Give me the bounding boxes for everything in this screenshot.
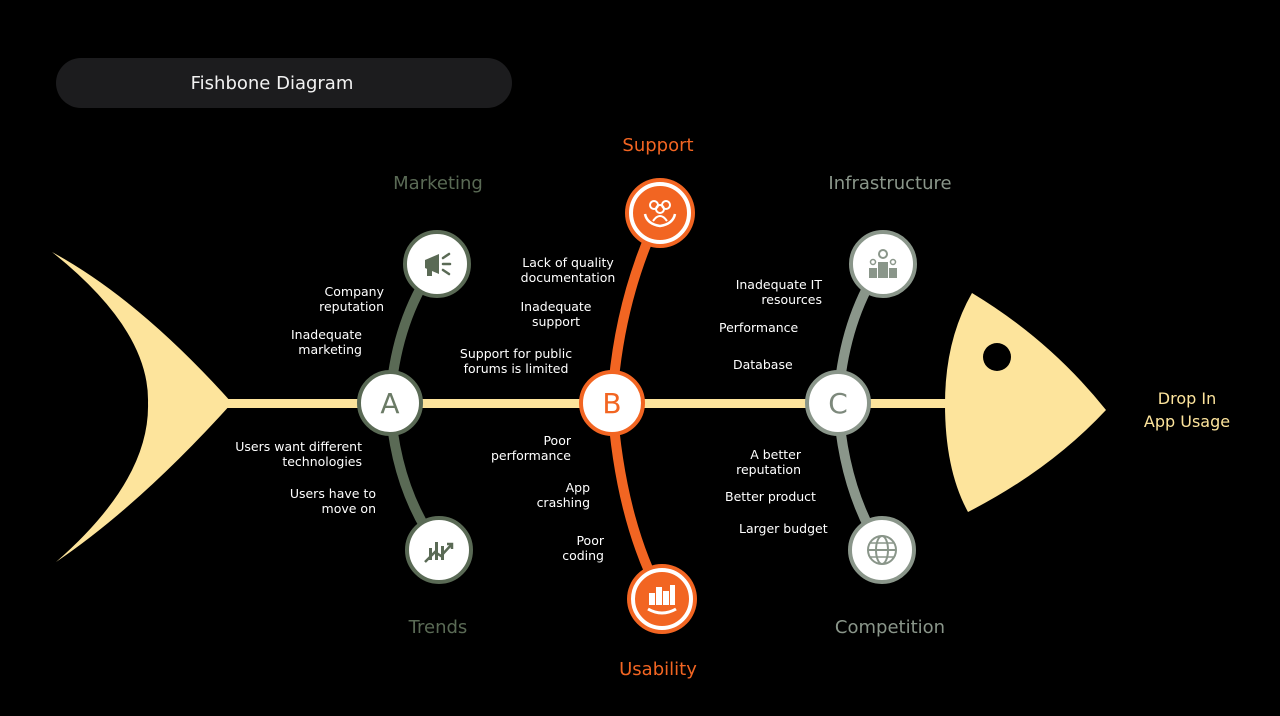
node-a: A: [357, 370, 423, 436]
title-banner: Fishbone Diagram: [56, 58, 512, 108]
megaphone-icon: [425, 252, 452, 276]
outcome-label: Drop In App Usage: [1143, 389, 1231, 431]
category-support: Support: [622, 135, 694, 156]
category-marketing: Marketing: [393, 173, 483, 194]
fish-tail: [52, 252, 232, 562]
globe-icon: [867, 535, 897, 565]
cause-usability-1: Poor performance: [490, 433, 571, 463]
cause-usability-2: App crashing: [536, 480, 590, 510]
cause-support-2: Inadequate support: [520, 299, 592, 329]
category-competition: Competition: [834, 617, 946, 638]
cause-trends-2: Users have to move on: [289, 486, 376, 516]
cause-marketing-2: Inadequate marketing: [290, 327, 362, 357]
cause-competition-1: A better reputation: [736, 447, 801, 477]
cause-usability-3: Poor coding: [562, 533, 604, 563]
podium-icon: [869, 249, 897, 278]
infrastructure-icon-circle: [849, 230, 917, 298]
category-infrastructure: Infrastructure: [828, 173, 952, 194]
cause-marketing-1: Company reputation: [319, 284, 384, 314]
usability-icon-circle: [631, 568, 693, 630]
cause-support-3: Support for public forums is limited: [459, 346, 573, 376]
cause-infrastructure-1: Inadequate IT resources: [735, 277, 822, 307]
chart-trend-icon: [424, 542, 454, 563]
support-icon-circle: [629, 182, 691, 244]
fish-eye: [983, 343, 1011, 371]
node-c: C: [805, 370, 871, 436]
node-b-letter: B: [602, 386, 622, 420]
node-a-letter: A: [380, 386, 400, 420]
cause-infrastructure-2: Performance: [719, 320, 799, 335]
category-usability: Usability: [619, 659, 697, 680]
trends-icon-circle: [405, 516, 473, 584]
cause-support-1: Lack of quality documentation: [520, 255, 616, 285]
cause-competition-2: Better product: [725, 489, 816, 504]
cause-competition-3: Larger budget: [739, 521, 828, 536]
node-c-letter: C: [828, 386, 848, 420]
marketing-icon-circle: [403, 230, 471, 298]
category-trends: Trends: [408, 617, 468, 638]
node-b: B: [579, 370, 645, 436]
competition-icon-circle: [848, 516, 916, 584]
city-gear-icon: [647, 585, 677, 615]
diagram-title: Fishbone Diagram: [190, 72, 354, 94]
cause-infrastructure-3: Database: [733, 357, 793, 372]
cause-trends-1: Users want different technologies: [235, 439, 362, 469]
team-hands-icon: [643, 200, 677, 228]
fish-head: [945, 293, 1106, 512]
